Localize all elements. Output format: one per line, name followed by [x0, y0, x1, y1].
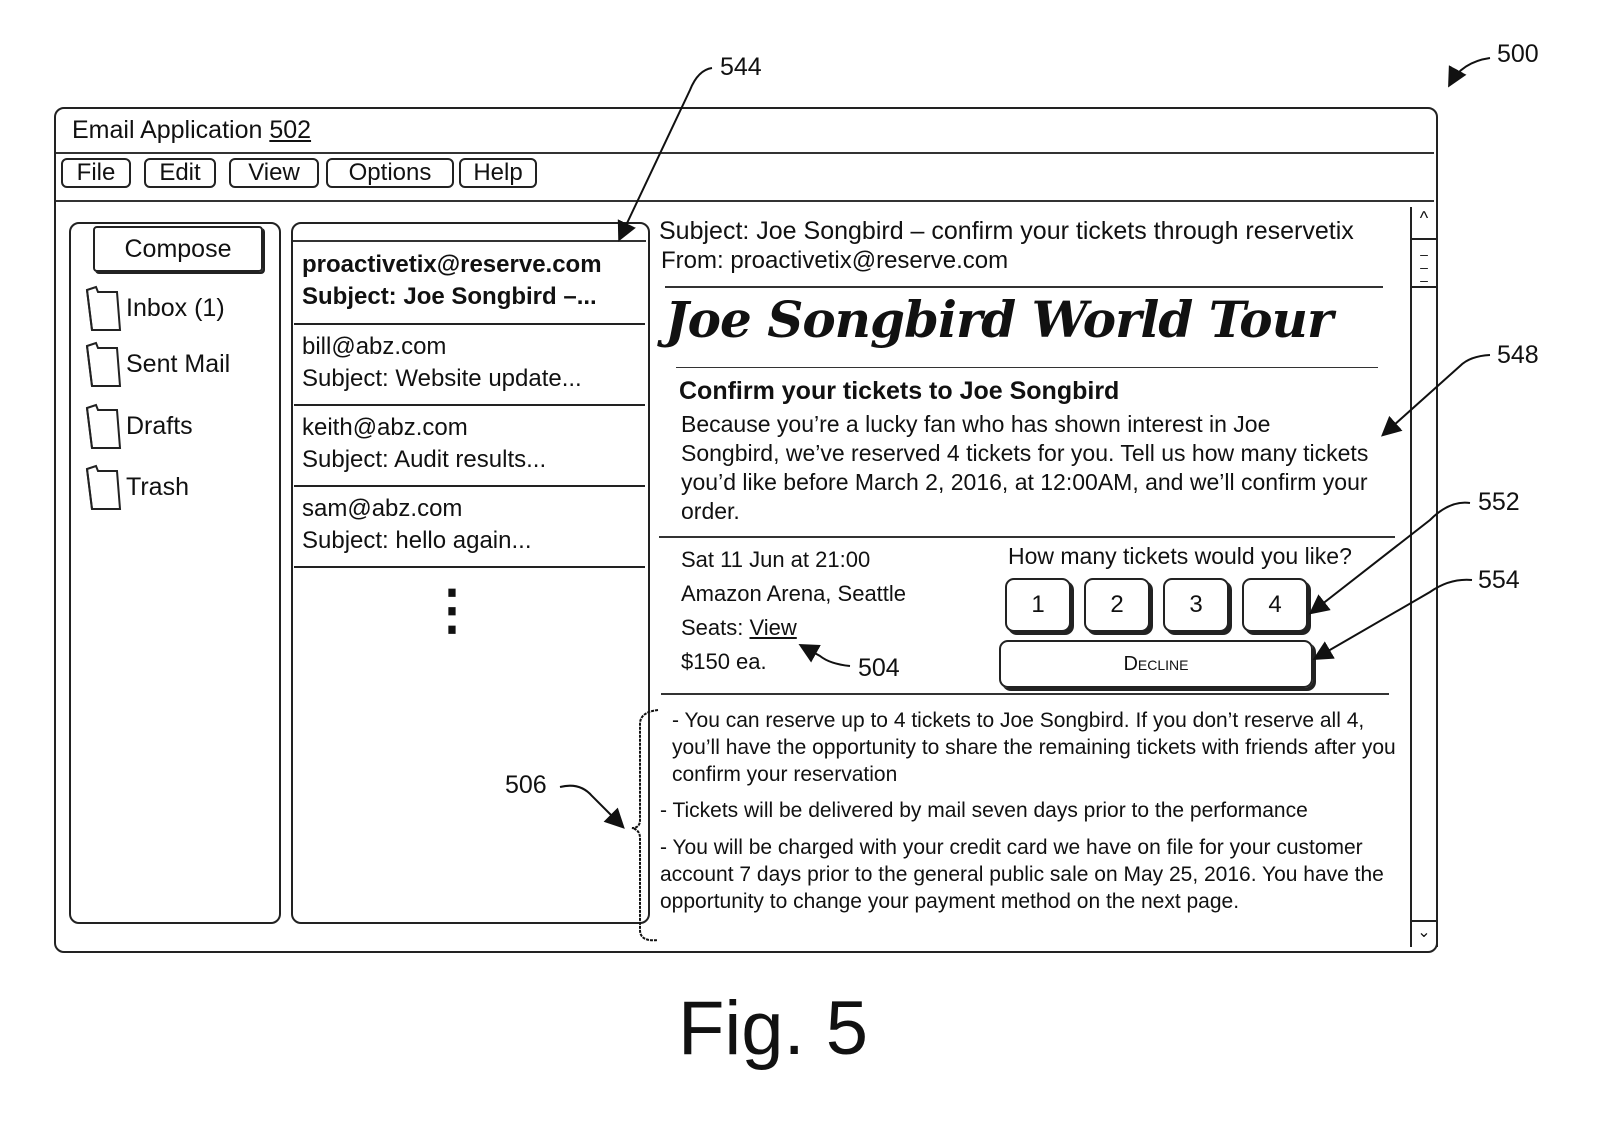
email-subject: Subject: hello again... — [302, 527, 532, 554]
menu-view[interactable]: View — [229, 158, 319, 188]
folder-sent-mail[interactable]: Sent Mail — [84, 340, 230, 388]
folder-label: Inbox (1) — [126, 293, 225, 322]
event-top-rule — [659, 536, 1395, 538]
quantity-button-1[interactable]: 1 — [1005, 578, 1071, 632]
email-subject-line: Subject: Joe Songbird – confirm your tic… — [659, 217, 1354, 245]
ref-554: 554 — [1478, 566, 1520, 594]
folder-inbox[interactable]: Inbox (1) — [84, 284, 225, 332]
event-date: Sat 11 Jun at 21:00 — [681, 547, 871, 572]
folder-icon — [85, 464, 122, 510]
ref-548: 548 — [1497, 341, 1539, 369]
arrow-552 — [1308, 501, 1471, 615]
menu-help[interactable]: Help — [459, 158, 537, 188]
email-from-line: From: proactivetix@reserve.com — [661, 247, 1009, 274]
email-list-item[interactable]: proactivetix@reserve.com Subject: Joe So… — [294, 243, 645, 325]
banner-top-rule — [665, 286, 1383, 288]
ref-504: 504 — [858, 654, 900, 682]
folder-trash[interactable]: Trash — [84, 463, 189, 511]
seats-view-link[interactable]: View — [749, 615, 797, 640]
terms-item: - You can reserve up to 4 tickets to Joe… — [672, 709, 1396, 786]
quantity-button-2[interactable]: 2 — [1084, 578, 1150, 632]
folder-icon — [85, 403, 122, 449]
ref-544: 544 — [720, 53, 762, 81]
app-ref-label: 502 — [269, 116, 312, 144]
email-list-item[interactable]: keith@abz.com Subject: Audit results... — [294, 406, 645, 487]
decline-button[interactable]: Decline — [999, 640, 1313, 688]
menu-options[interactable]: Options — [326, 158, 454, 188]
email-subject: Subject: Website update... — [302, 365, 582, 392]
arrow-500 — [1448, 57, 1491, 88]
window-title: Email Application 502 — [72, 116, 311, 145]
email-subject: Subject: Joe Songbird –... — [302, 283, 597, 310]
tour-banner: Joe Songbird World Tour — [665, 290, 1333, 349]
menu-edit[interactable]: Edit — [144, 158, 216, 188]
arrow-504 — [798, 644, 851, 667]
scroll-up-arrow-icon[interactable]: ^ — [1412, 208, 1436, 240]
email-app-window — [54, 107, 1438, 953]
scrollbar[interactable] — [1410, 207, 1438, 947]
email-sender: sam@abz.com — [302, 495, 463, 522]
figure-caption: Fig. 5 — [678, 986, 869, 1071]
folder-label: Drafts — [126, 411, 193, 440]
email-body-text: Because you’re a lucky fan who has shown… — [681, 411, 1369, 524]
ref-500: 500 — [1497, 40, 1539, 68]
scroll-thumb[interactable]: ––– — [1412, 240, 1436, 288]
email-list-panel — [291, 222, 650, 924]
title-divider — [56, 152, 1434, 154]
email-sender: bill@abz.com — [302, 333, 447, 360]
banner-bottom-rule — [676, 367, 1378, 368]
event-venue: Amazon Arena, Seattle — [681, 581, 907, 606]
scroll-down-arrow-icon[interactable]: ⌄ — [1412, 920, 1436, 948]
terms-item: - You will be charged with your credit c… — [660, 836, 1384, 913]
terms-top-rule — [661, 693, 1389, 695]
email-heading: Confirm your tickets to Joe Songbird — [679, 377, 1120, 405]
ticket-question: How many tickets would you like? — [1008, 543, 1352, 569]
folder-panel — [69, 222, 281, 924]
bracket-506 — [631, 709, 659, 942]
menu-file[interactable]: File — [61, 158, 131, 188]
arrow-544 — [617, 67, 713, 242]
event-seats: Seats: View — [681, 615, 797, 641]
email-subject: Subject: Audit results... — [302, 446, 547, 473]
folder-drafts[interactable]: Drafts — [84, 402, 193, 450]
ref-552: 552 — [1478, 488, 1520, 516]
folder-icon — [85, 285, 122, 331]
arrow-554 — [1312, 578, 1473, 661]
email-list-item[interactable]: sam@abz.com Subject: hello again... — [294, 487, 645, 568]
menu-divider — [56, 200, 1434, 202]
folder-label: Trash — [126, 472, 189, 501]
more-emails-ellipsis: ⋮ — [425, 580, 479, 640]
quantity-button-3[interactable]: 3 — [1163, 578, 1229, 632]
ticket-price: $150 ea. — [681, 649, 767, 674]
folder-icon — [85, 341, 122, 387]
window-title-text: Email Application — [72, 116, 263, 144]
arrow-548 — [1381, 354, 1491, 437]
folder-label: Sent Mail — [126, 349, 231, 378]
email-list-item[interactable]: bill@abz.com Subject: Website update... — [294, 325, 645, 406]
email-list-header-divider — [293, 240, 646, 242]
email-sender: proactivetix@reserve.com — [302, 251, 602, 278]
arrow-506 — [559, 784, 625, 829]
email-sender: keith@abz.com — [302, 414, 468, 441]
ref-506: 506 — [505, 771, 547, 799]
compose-button[interactable]: Compose — [93, 226, 263, 272]
terms-item: - Tickets will be delivered by mail seve… — [660, 799, 1308, 822]
quantity-button-4[interactable]: 4 — [1242, 578, 1308, 632]
seats-label: Seats: — [681, 615, 750, 640]
